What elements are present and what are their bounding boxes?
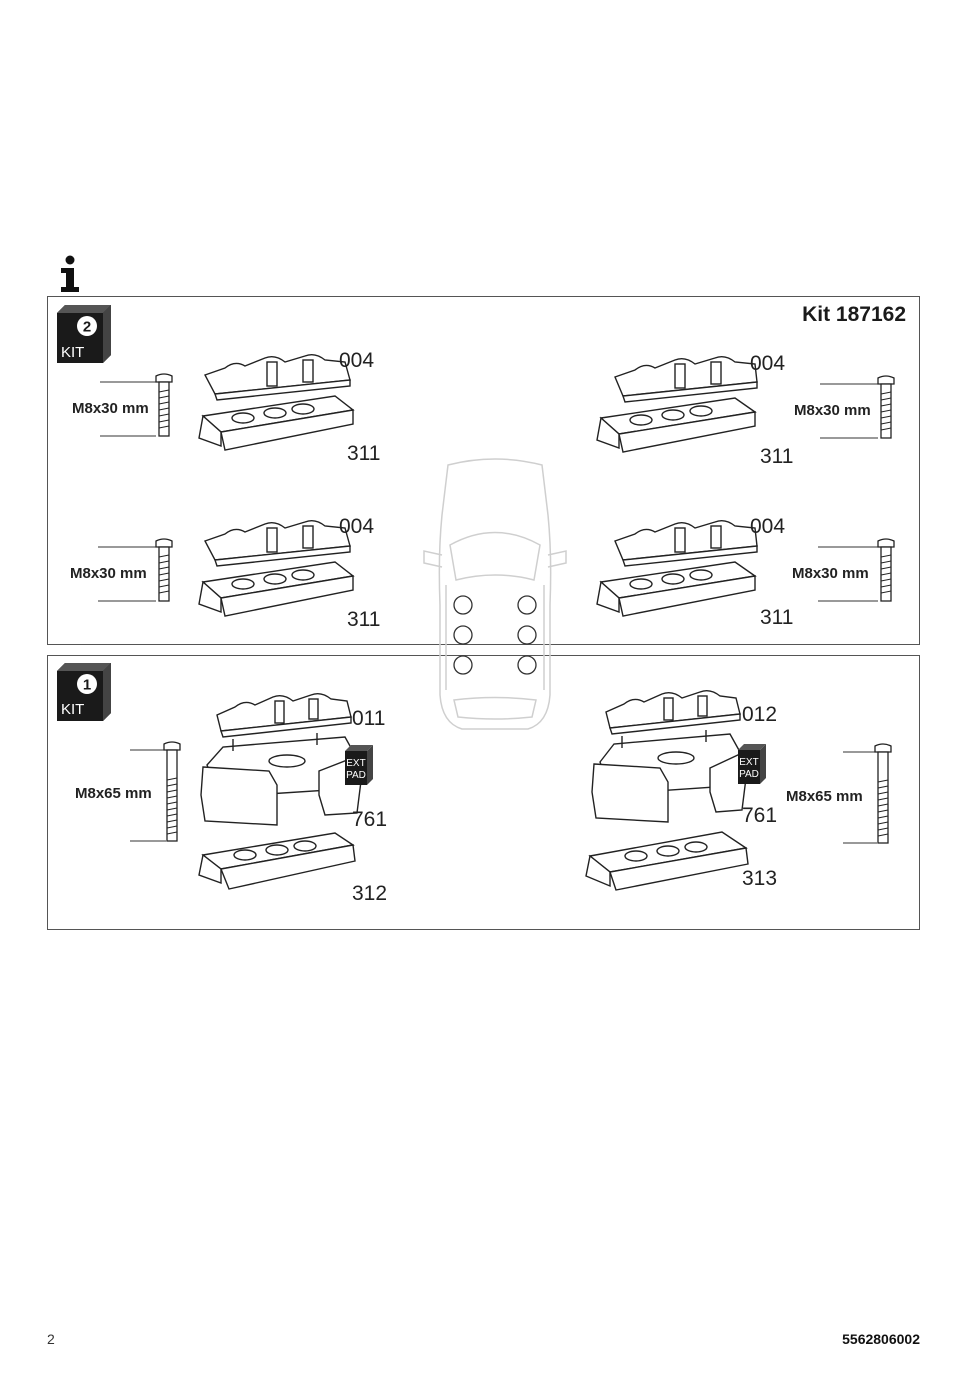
info-icon	[61, 255, 79, 292]
part-number-313: 313	[742, 867, 778, 890]
foot-pack-icon: EXT PAD	[198, 692, 373, 890]
part-number-311: 311	[760, 606, 794, 629]
bolt-icon	[98, 538, 173, 602]
part-number-311: 311	[760, 445, 794, 468]
ext-pad-label-line2: PAD	[739, 769, 759, 780]
kit-2-badge-label: KIT	[61, 344, 85, 361]
foot-pack-icon	[596, 355, 758, 453]
bolt-size-label: M8x30 mm	[792, 565, 869, 582]
kit-2-badge-number: 2	[83, 319, 91, 336]
kit-box-icon: 2	[57, 305, 111, 363]
foot-pack-icon: EXT PAD	[585, 689, 766, 891]
part-number-311: 311	[347, 442, 381, 465]
document-code: 5562806002	[842, 1331, 920, 1347]
foot-pack-icon	[198, 519, 355, 617]
bolt-icon	[130, 741, 181, 842]
car-top-view-icon	[423, 458, 567, 730]
kit-title: Kit 187162	[802, 303, 906, 326]
part-number-004: 004	[750, 352, 786, 375]
bolt-size-label: M8x30 mm	[72, 400, 149, 417]
foot-pack-icon	[596, 519, 758, 617]
bolt-size-label: M8x30 mm	[70, 565, 147, 582]
foot-pack-icon	[198, 353, 355, 451]
part-number-012: 012	[742, 703, 778, 726]
bolt-icon	[843, 743, 892, 844]
ext-pad-label-line2: PAD	[346, 770, 366, 781]
bolt-icon	[820, 375, 895, 439]
part-number-761: 761	[742, 804, 778, 827]
part-number-311: 311	[347, 608, 381, 631]
part-number-004: 004	[339, 349, 375, 372]
bolt-size-label: M8x65 mm	[786, 788, 863, 805]
part-number-004: 004	[750, 515, 786, 538]
ext-pad-label-line1: EXT	[346, 758, 365, 769]
kit-2-panel	[47, 296, 920, 645]
part-number-011: 011	[352, 707, 386, 730]
bolt-icon	[100, 373, 173, 437]
part-number-312: 312	[352, 882, 388, 905]
kit-box-icon: 1	[57, 663, 111, 721]
bolt-size-label: M8x30 mm	[794, 402, 871, 419]
part-number-004: 004	[339, 515, 375, 538]
kit-1-badge-number: 1	[83, 677, 91, 694]
bolt-size-label: M8x65 mm	[75, 785, 152, 802]
page-number: 2	[47, 1331, 55, 1347]
part-number-761: 761	[352, 808, 388, 831]
ext-pad-label-line1: EXT	[739, 757, 758, 768]
bolt-icon	[818, 538, 895, 602]
kit-1-panel	[47, 655, 920, 930]
kit-1-badge-label: KIT	[61, 701, 85, 718]
